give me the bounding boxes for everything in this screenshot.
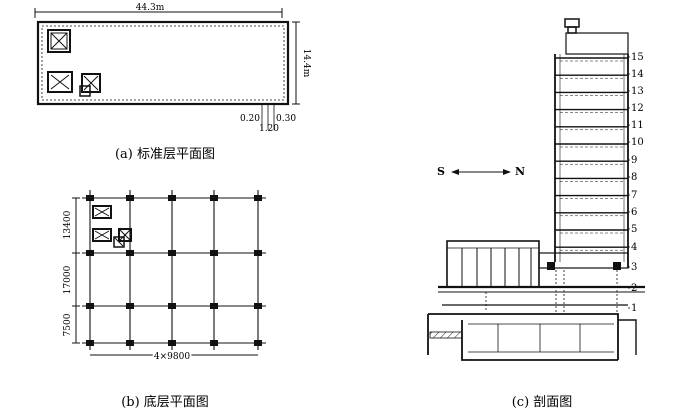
offset-right-label: 0.30 <box>276 114 296 124</box>
floor-label: 2 <box>631 283 637 294</box>
column <box>86 340 94 346</box>
column <box>168 195 176 201</box>
caption-a: (a) 标准层平面图 <box>115 147 215 162</box>
floor-label: 10 <box>631 137 644 148</box>
column-strip <box>41 25 285 101</box>
floor-label: 9 <box>631 155 637 166</box>
span-label-3: 7500 <box>63 313 73 336</box>
penthouse <box>565 32 629 55</box>
depth-label: 14.4m <box>301 49 311 78</box>
standard-floor-plan: 44.3m 14.4m 0.20 0.30 1.20 (a) 标准层平面图 <box>34 3 311 162</box>
caption-b: (b) 底层平面图 <box>121 394 209 410</box>
column <box>126 250 134 256</box>
column <box>168 250 176 256</box>
floor-label: 13 <box>631 86 644 97</box>
column <box>168 303 176 309</box>
floor-label: 5 <box>631 224 637 235</box>
column <box>86 303 94 309</box>
column <box>254 250 262 256</box>
column <box>210 250 218 256</box>
column <box>254 303 262 309</box>
column <box>210 340 218 346</box>
floor-label: 3 <box>631 262 637 273</box>
ground-floor-plan: 13400 17000 7500 4×9800 (b) 底层平面图 <box>63 190 266 410</box>
roof-cap <box>564 18 580 28</box>
floor-label: 15 <box>631 52 644 63</box>
width-label: 44.3m <box>136 3 165 13</box>
column-grid <box>82 190 266 350</box>
bay-label: 4×9800 <box>154 352 190 362</box>
offset-bottom-label: 1.20 <box>259 124 279 134</box>
column <box>126 340 134 346</box>
floor-slabs <box>555 57 628 251</box>
floor-label: 12 <box>631 103 644 114</box>
offset-left-label: 0.20 <box>240 114 260 124</box>
basement-outline <box>446 313 619 360</box>
column <box>254 340 262 346</box>
column <box>254 195 262 201</box>
column <box>210 303 218 309</box>
caption-c: (c) 剖面图 <box>512 395 573 410</box>
floor-label: 14 <box>631 69 644 80</box>
column <box>168 340 176 346</box>
column <box>86 195 94 201</box>
floor-label: 6 <box>631 207 637 218</box>
north-label: N <box>515 165 525 178</box>
span-label-1: 13400 <box>63 210 73 239</box>
elevator-core <box>47 29 101 97</box>
ground-core <box>92 205 132 248</box>
floor-label: 1 <box>631 303 637 314</box>
column <box>210 195 218 201</box>
column <box>126 195 134 201</box>
column <box>86 250 94 256</box>
slab-outline <box>36 20 290 106</box>
building-section: 15 14 13 12 11 10 9 8 7 6 5 4 3 2 1 S N <box>427 18 645 410</box>
floor-label: 11 <box>631 120 644 131</box>
column <box>126 303 134 309</box>
floor-label: 7 <box>631 190 637 201</box>
south-label: S <box>437 165 445 178</box>
floor-label: 4 <box>631 242 637 253</box>
floor-labels: 15 14 13 12 11 10 9 8 7 6 5 4 3 2 1 <box>628 52 644 314</box>
span-label-2: 17000 <box>63 265 73 294</box>
floor-label: 8 <box>631 172 637 183</box>
podium-mullions <box>461 248 532 287</box>
